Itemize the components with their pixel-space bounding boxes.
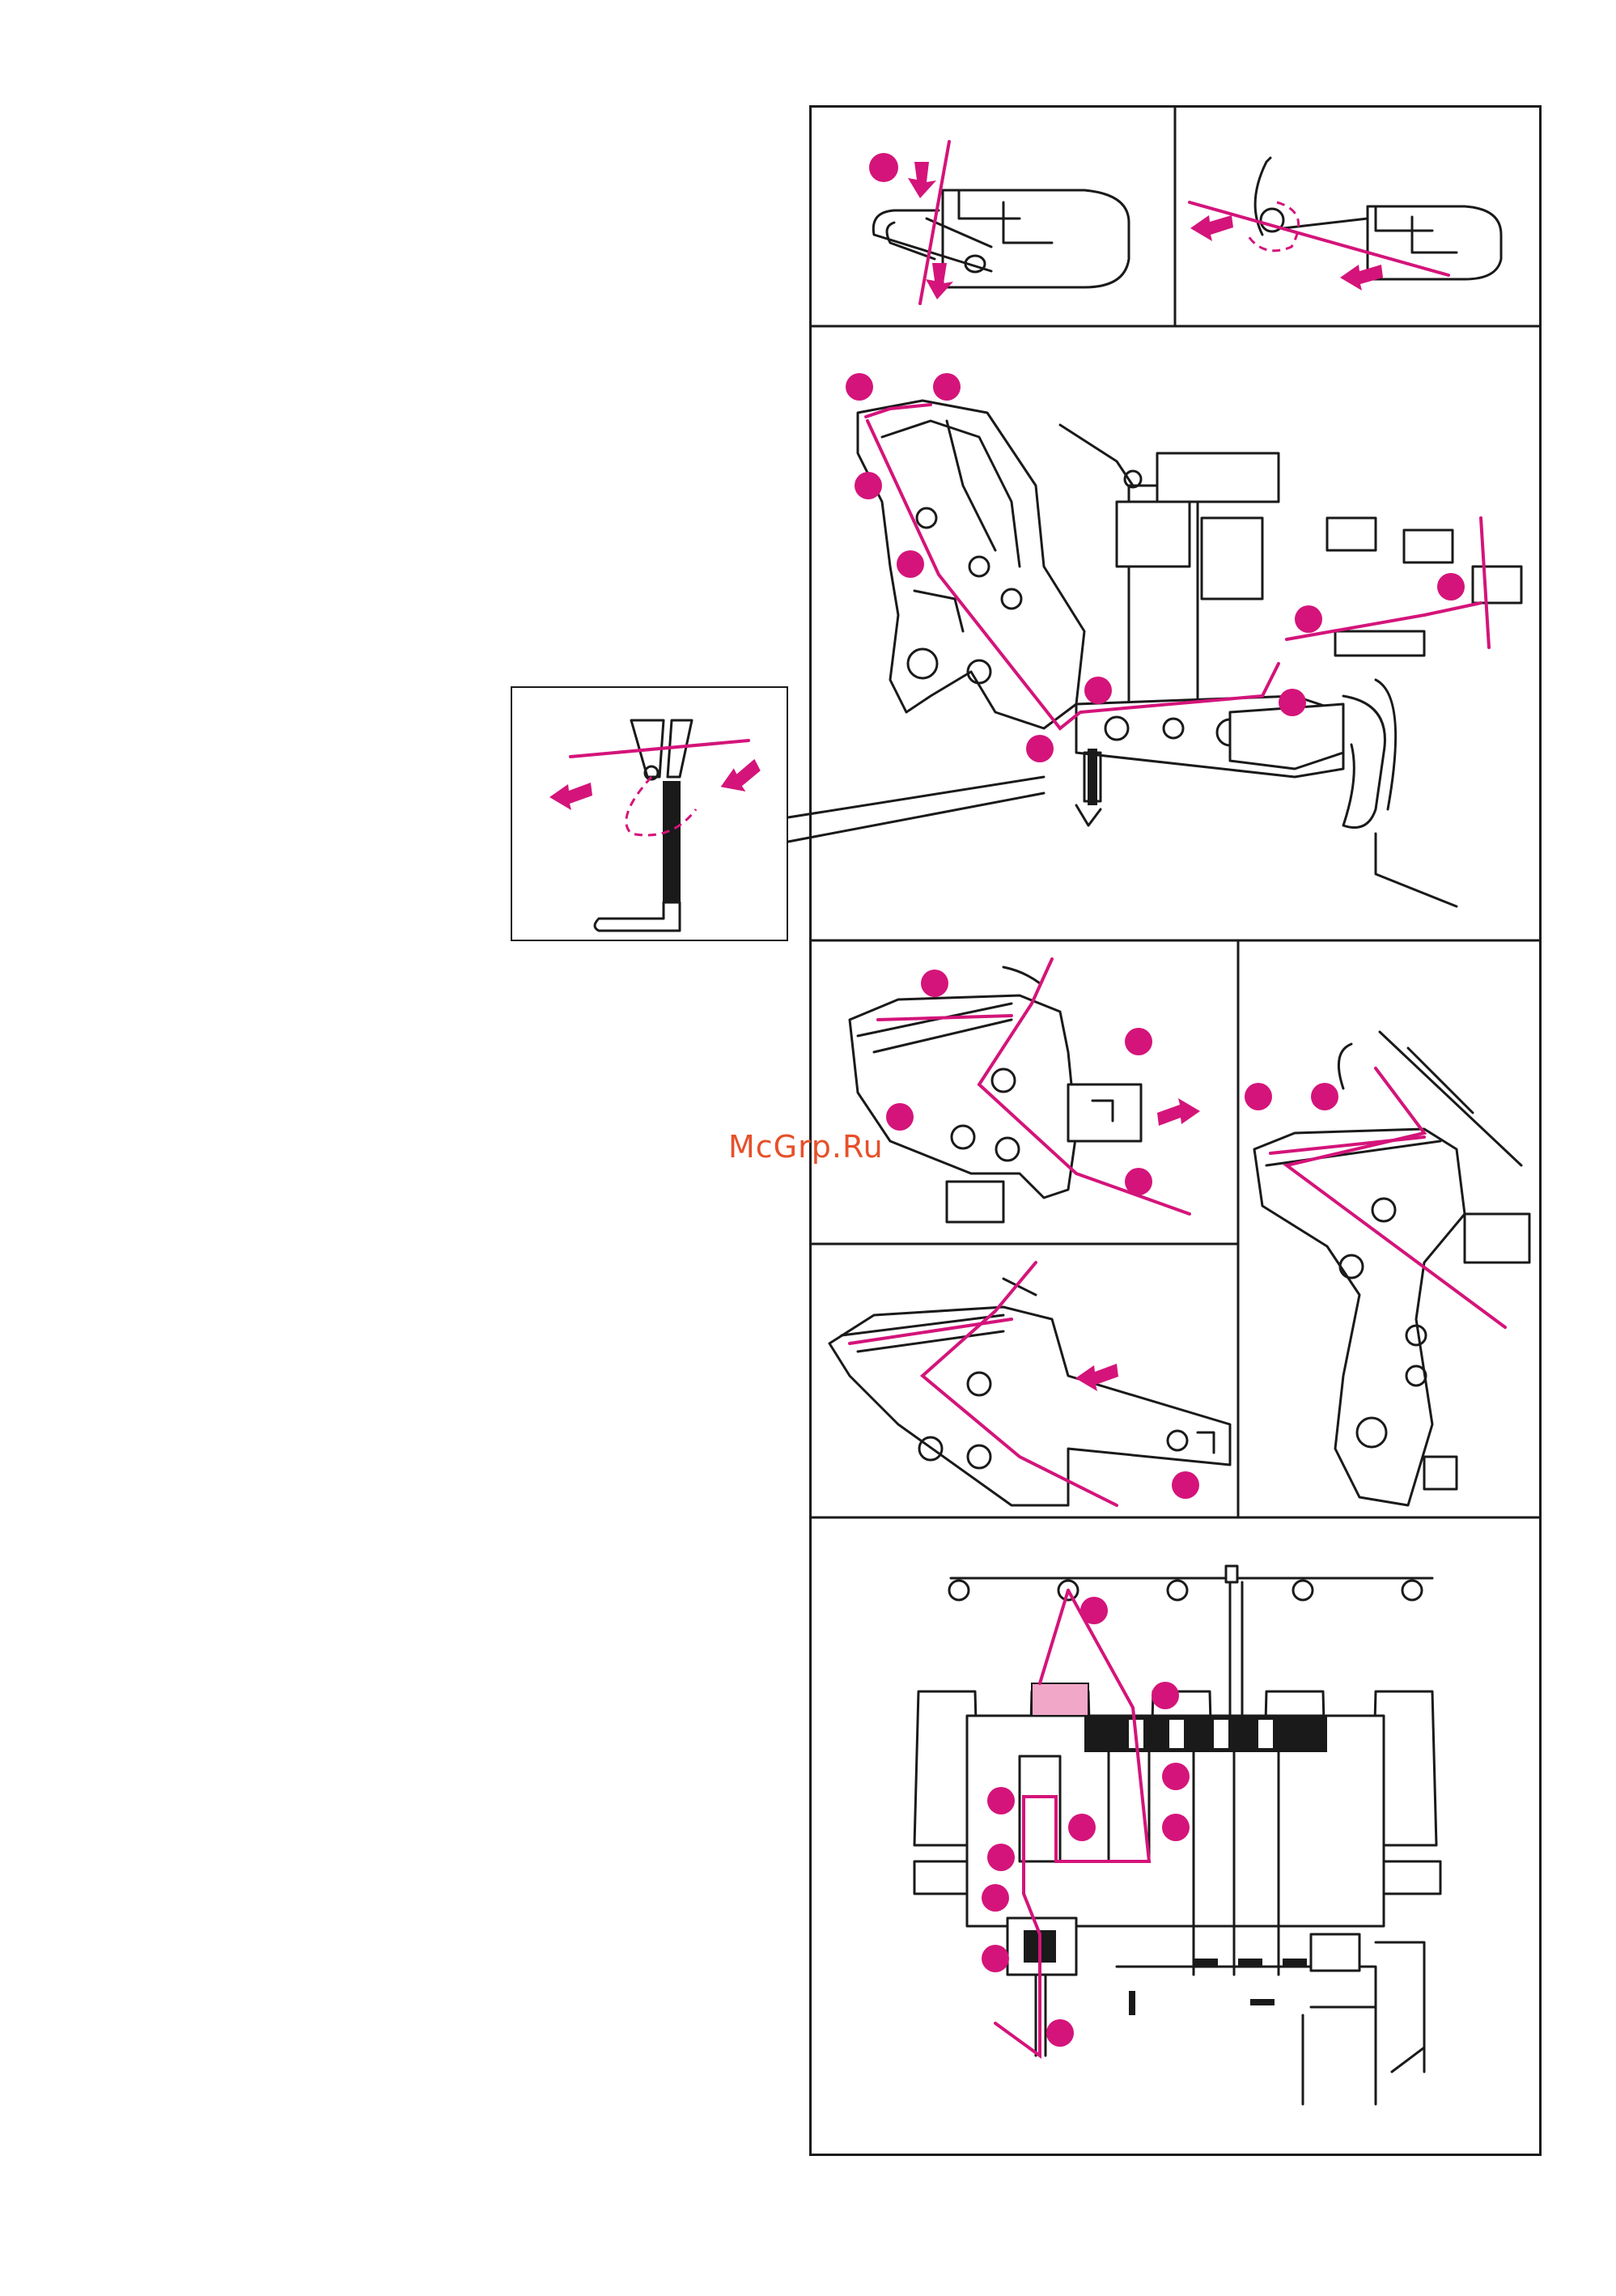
fig-upper-looper-thread-up	[850, 959, 1200, 1222]
fig-upper-looper-thread-angle	[1245, 1032, 1529, 1505]
inset-connector-bottom	[788, 793, 1044, 842]
fig-tension-spring-inset	[549, 720, 766, 931]
fig-needle-threading-overview	[914, 1566, 1440, 2104]
fig-upper-looper-return	[829, 1263, 1230, 1505]
watermark-text: McGrp.Ru	[728, 1129, 884, 1165]
fig-looper-guide-b	[1190, 158, 1501, 291]
fig-looper-guide-a	[869, 142, 1129, 303]
fig-lower-looper-threading	[846, 373, 1521, 906]
inset-connector-top	[788, 777, 1044, 817]
